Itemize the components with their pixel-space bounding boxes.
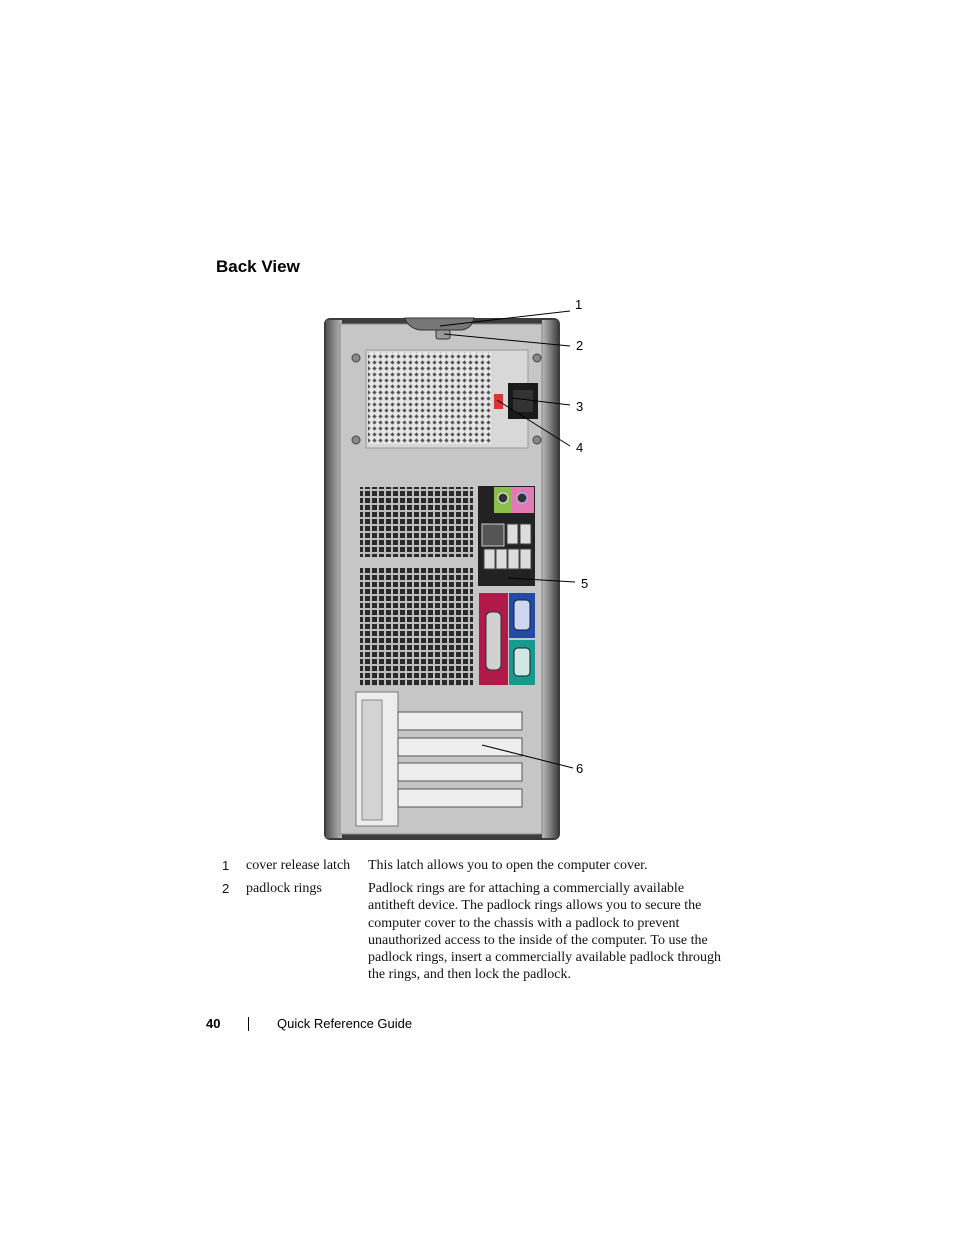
page-number: 40 xyxy=(206,1016,221,1031)
network-adapter xyxy=(481,523,505,547)
callout-1: 1 xyxy=(575,297,583,312)
item-number: 2 xyxy=(222,881,230,897)
computer-back-view-illustration xyxy=(324,310,576,840)
footer-divider xyxy=(248,1017,249,1031)
guide-title: Quick Reference Guide xyxy=(277,1016,413,1031)
cover-release-latch xyxy=(404,317,475,331)
item-description: Padlock rings are for attaching a commer… xyxy=(368,881,721,983)
vent-upper xyxy=(360,487,473,557)
page-footer: 40 Quick Reference Guide xyxy=(206,1016,412,1031)
card-slot-1 xyxy=(397,711,523,731)
section-title: Back View xyxy=(216,257,300,276)
callout-6: 6 xyxy=(576,761,584,776)
card-slot-2 xyxy=(397,737,523,757)
card-slot-4 xyxy=(397,788,523,808)
callout-5: 5 xyxy=(581,576,589,591)
callout-2: 2 xyxy=(576,338,584,353)
callout-3: 3 xyxy=(576,399,584,414)
item-name: cover release latch xyxy=(246,858,351,873)
item-description: This latch allows you to open the comput… xyxy=(368,858,648,873)
callout-lines xyxy=(439,310,576,769)
item-name: padlock rings xyxy=(246,881,322,897)
callout-description-table: 1 cover release latch This latch allows … xyxy=(222,857,722,989)
table-row: 1 cover release latch This latch allows … xyxy=(222,857,722,880)
vent-lower xyxy=(360,568,473,686)
table-row: 2 padlock rings Padlock rings are for at… xyxy=(222,880,722,989)
callout-4: 4 xyxy=(576,440,584,455)
card-slot-3 xyxy=(397,762,523,782)
item-number: 1 xyxy=(222,858,230,873)
